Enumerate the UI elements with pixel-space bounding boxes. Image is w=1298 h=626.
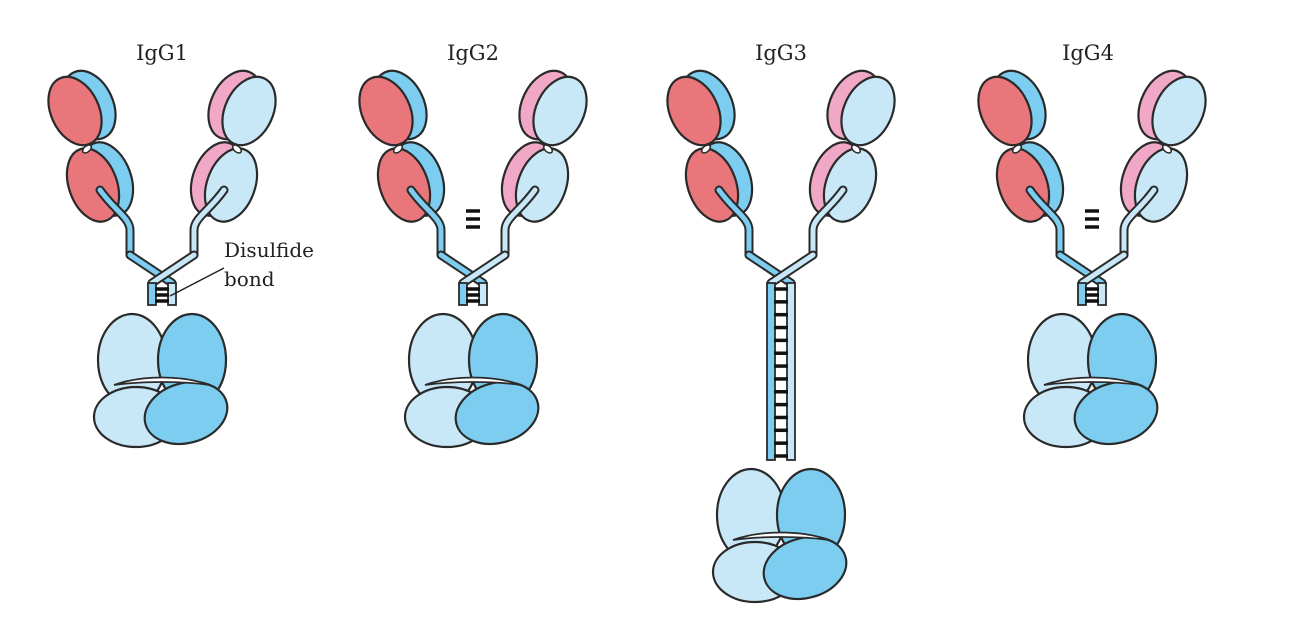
disulfide-bonds bbox=[466, 209, 480, 303]
antibody-4 bbox=[977, 69, 1207, 449]
disulfide-leader-line bbox=[169, 267, 225, 297]
disulfide-bonds bbox=[774, 287, 788, 458]
disulfide-label-line1: Disulfide bbox=[224, 238, 314, 262]
antibody-2 bbox=[358, 69, 588, 449]
ch3-right bbox=[143, 380, 229, 446]
ch3-right bbox=[1073, 380, 1159, 446]
title-igg2: IgG2 bbox=[447, 41, 499, 65]
title-igg1: IgG1 bbox=[136, 41, 188, 65]
title-igg3: IgG3 bbox=[755, 41, 807, 65]
ch3-right bbox=[762, 535, 848, 601]
disulfide-bonds bbox=[1085, 209, 1099, 303]
antibody-3 bbox=[666, 69, 896, 604]
antibody-1 bbox=[47, 69, 277, 449]
disulfide-bonds bbox=[155, 287, 169, 303]
title-igg4: IgG4 bbox=[1062, 41, 1114, 65]
disulfide-bond-label: Disulfide bond bbox=[224, 236, 314, 294]
ch3-right bbox=[454, 380, 540, 446]
disulfide-label-line2: bond bbox=[224, 267, 275, 291]
